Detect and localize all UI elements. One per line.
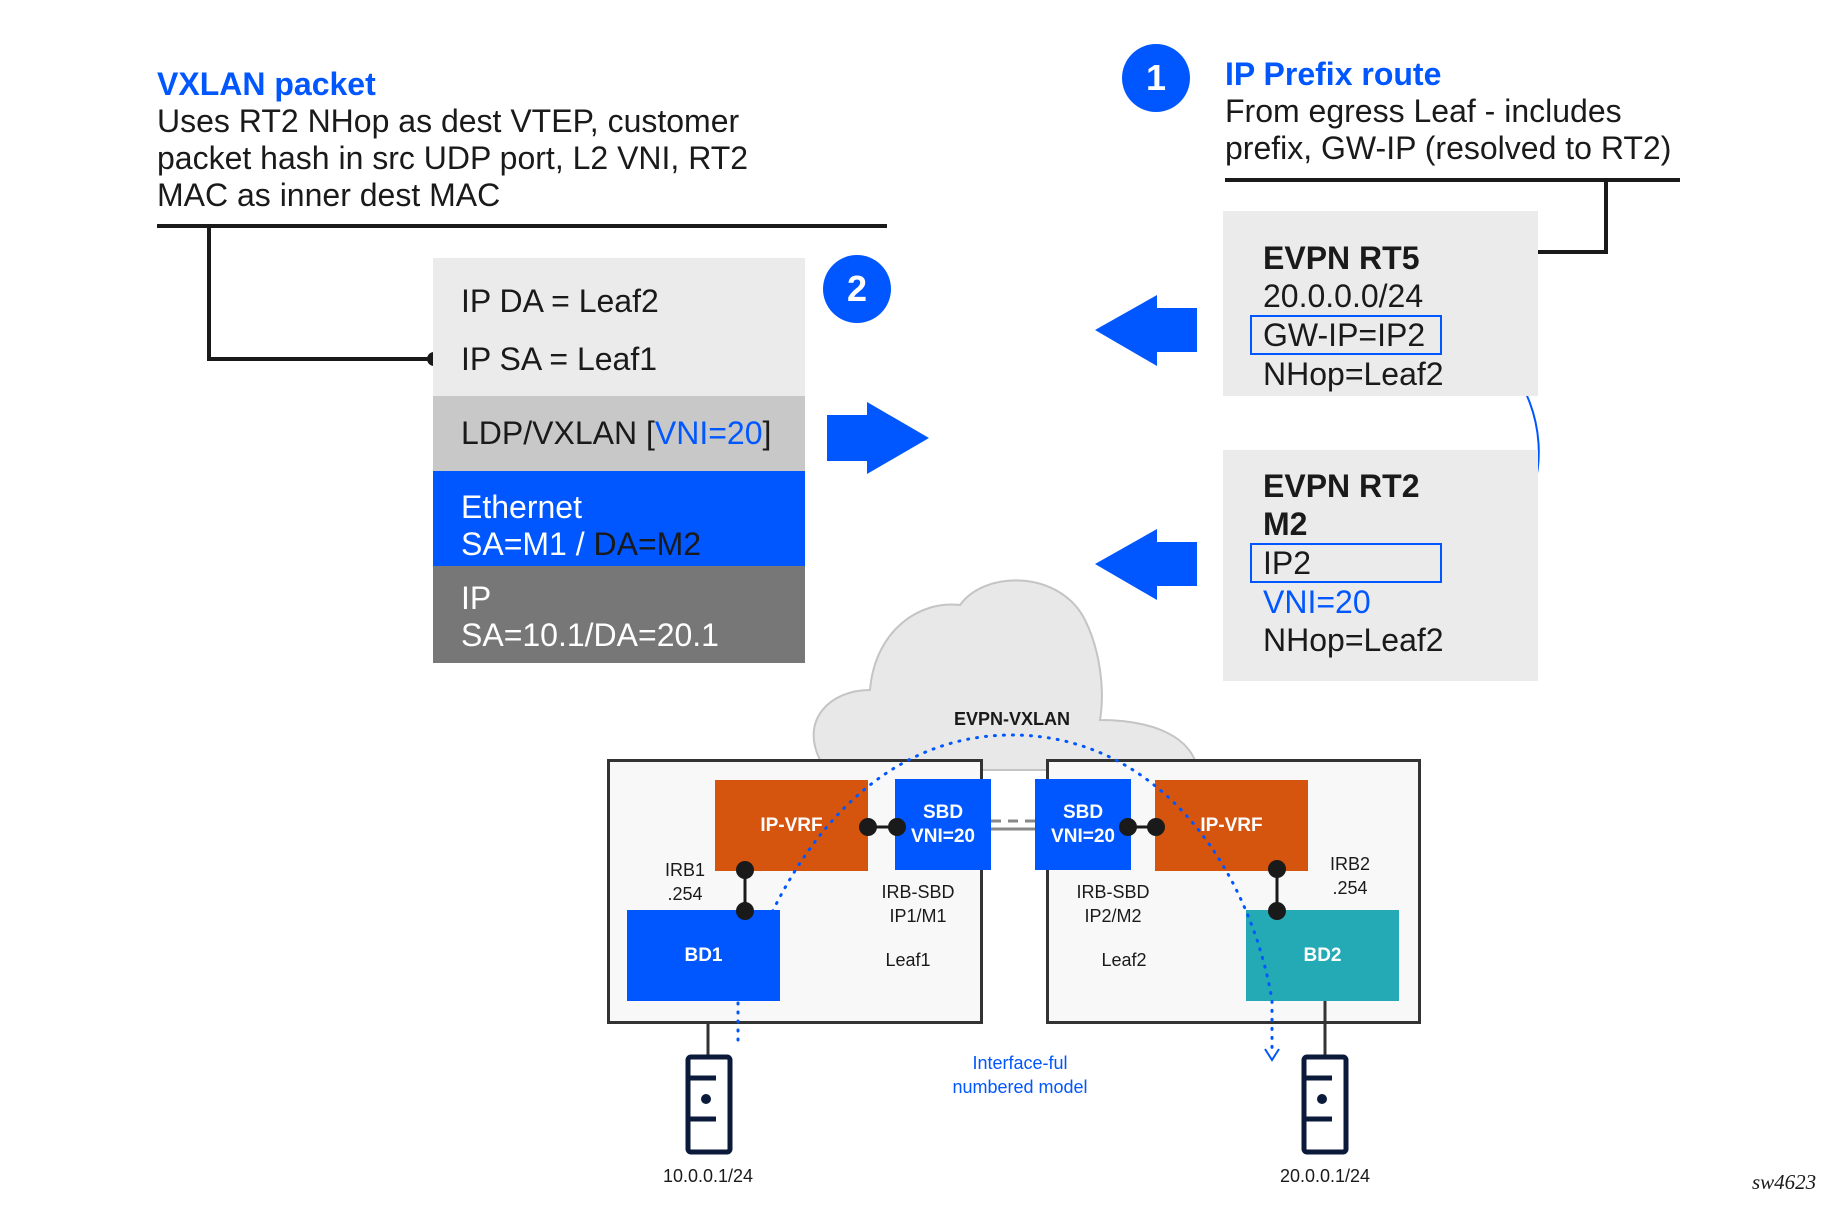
leaf2-name: Leaf2 bbox=[1101, 950, 1147, 970]
rt2-mac: M2 bbox=[1263, 506, 1308, 542]
host2-address: 20.0.0.1/24 bbox=[1279, 1166, 1371, 1186]
rt5-title: EVPN RT5 bbox=[1263, 240, 1420, 276]
packet-ip-addresses: SA=10.1/DA=20.1 bbox=[461, 617, 719, 653]
link-dot bbox=[736, 861, 754, 879]
packet-vxlan-header: LDP/VXLAN [VNI=20] bbox=[433, 396, 805, 471]
leaf1-irb-ip: .254 bbox=[667, 884, 703, 904]
leaf2-irb: IRB2 .254 bbox=[1320, 852, 1380, 900]
rt2-title: EVPN RT2 bbox=[1263, 468, 1420, 504]
packet-ethernet-header: Ethernet SA=M1 / DA=M2 bbox=[433, 471, 805, 566]
arrow-left-icon bbox=[1095, 529, 1197, 600]
link-dot bbox=[1268, 902, 1286, 920]
rt2-ip: IP2 bbox=[1250, 543, 1442, 583]
packet-ethernet-da: DA=M2 bbox=[593, 526, 702, 562]
prefix-note-line: From egress Leaf - includes bbox=[1225, 93, 1622, 129]
packet-outer-ip-header: IP DA = Leaf2 IP SA = Leaf1 bbox=[433, 258, 805, 396]
packet-vxlan-suffix: ] bbox=[762, 415, 772, 451]
traffic-path-arrowhead-icon bbox=[1264, 1048, 1280, 1062]
link-dot bbox=[1147, 818, 1165, 836]
leaf1-irb-sbd: IRB-SBD IP1/M1 bbox=[868, 880, 968, 928]
traffic-path-dotted bbox=[736, 733, 1274, 1057]
step-2-badge: 2 bbox=[823, 255, 891, 323]
link-dot bbox=[888, 818, 906, 836]
prefix-note-title: IP Prefix route bbox=[1225, 56, 1442, 92]
leaf2-irb-sbd-name: IRB-SBD bbox=[1076, 882, 1150, 902]
link-dot bbox=[736, 902, 754, 920]
cloud-label: EVPN-VXLAN bbox=[953, 709, 1070, 729]
arrow-right-icon bbox=[827, 402, 929, 474]
model-label: Interface-ful numbered model bbox=[945, 1051, 1095, 1099]
packet-ip-title: IP bbox=[461, 580, 492, 616]
leaf1-irb-sbd-addr: IP1/M1 bbox=[889, 906, 947, 926]
leaf1-irb-sbd-name: IRB-SBD bbox=[881, 882, 955, 902]
packet-vxlan-label: LDP/VXLAN [ bbox=[461, 415, 655, 451]
leaf1-ip-vrf: IP-VRF bbox=[715, 780, 868, 871]
vxlan-note-body: Uses RT2 NHop as dest VTEP, customer pac… bbox=[157, 103, 748, 214]
leaf2-sbd-label: SBD bbox=[1062, 801, 1104, 823]
arrow-left-icon bbox=[1095, 295, 1197, 366]
vxlan-note-connector bbox=[207, 226, 434, 361]
evpn-rt2-box: EVPN RT2 M2 IP2 VNI=20 NHop=Leaf2 bbox=[1223, 450, 1538, 681]
packet-vxlan-vni: VNI=20 bbox=[654, 415, 763, 451]
vxlan-note-line: packet hash in src UDP port, L2 VNI, RT2 bbox=[157, 140, 749, 176]
leaf1-bd1: BD1 bbox=[627, 910, 780, 1001]
packet-ip-sa: IP SA = Leaf1 bbox=[461, 341, 658, 377]
rt5-prefix: 20.0.0.0/24 bbox=[1263, 278, 1424, 314]
rt5-gw-ip: GW-IP=IP2 bbox=[1250, 315, 1442, 355]
leaf2-irb-sbd: IRB-SBD IP2/M2 bbox=[1063, 880, 1163, 928]
leaf2-irb-ip: .254 bbox=[1332, 878, 1368, 898]
link-dot bbox=[1119, 818, 1137, 836]
rt2-vni: VNI=20 bbox=[1263, 584, 1371, 620]
leaf2-irb-sbd-addr: IP2/M2 bbox=[1084, 906, 1142, 926]
link-dot bbox=[1268, 860, 1286, 878]
packet-ip-da: IP DA = Leaf2 bbox=[461, 283, 659, 319]
packet-ethernet-title: Ethernet bbox=[461, 489, 582, 525]
server-icon bbox=[685, 1054, 733, 1155]
leaf1-sbd-label: SBD bbox=[922, 801, 964, 823]
prefix-note-line: prefix, GW-IP (resolved to RT2) bbox=[1225, 130, 1672, 166]
packet-ethernet-sa: SA=M1 / bbox=[461, 526, 594, 562]
link-dot bbox=[859, 818, 877, 836]
leaf1-irb-name: IRB1 bbox=[664, 860, 706, 880]
host1-address: 10.0.0.1/24 bbox=[662, 1166, 754, 1186]
model-label-line: numbered model bbox=[952, 1077, 1088, 1097]
figure-id: sw4623 bbox=[1752, 1170, 1817, 1194]
leaf2-irb-name: IRB2 bbox=[1329, 854, 1371, 874]
evpn-vxlan-cloud bbox=[812, 579, 1200, 771]
leaf1-sbd: SBD VNI=20 bbox=[895, 779, 991, 870]
leaf2-sbd: SBD VNI=20 bbox=[1035, 779, 1131, 870]
rt5-nhop: NHop=Leaf2 bbox=[1263, 356, 1444, 392]
vxlan-note-line: MAC as inner dest MAC bbox=[157, 177, 501, 213]
model-label-line: Interface-ful bbox=[972, 1053, 1068, 1073]
rt2-nhop: NHop=Leaf2 bbox=[1263, 622, 1444, 658]
leaf2-ip-vrf: IP-VRF bbox=[1155, 780, 1308, 871]
step-1-badge: 1 bbox=[1122, 44, 1190, 112]
evpn-rt5-box: EVPN RT5 20.0.0.0/24 GW-IP=IP2 NHop=Leaf… bbox=[1223, 211, 1538, 396]
leaf1-name: Leaf1 bbox=[885, 950, 931, 970]
prefix-note-body: From egress Leaf - includes prefix, GW-I… bbox=[1225, 93, 1671, 167]
leaf2-bd2: BD2 bbox=[1246, 910, 1399, 1001]
server-icon bbox=[1301, 1054, 1349, 1155]
leaf1-irb: IRB1 .254 bbox=[655, 858, 715, 906]
leaf1-sbd-vni: VNI=20 bbox=[911, 825, 975, 847]
vxlan-note-title: VXLAN packet bbox=[157, 66, 376, 102]
leaf2-sbd-vni: VNI=20 bbox=[1051, 825, 1115, 847]
packet-inner-ip-header: IP SA=10.1/DA=20.1 bbox=[433, 566, 805, 663]
vxlan-note-line: Uses RT2 NHop as dest VTEP, customer bbox=[157, 103, 740, 139]
